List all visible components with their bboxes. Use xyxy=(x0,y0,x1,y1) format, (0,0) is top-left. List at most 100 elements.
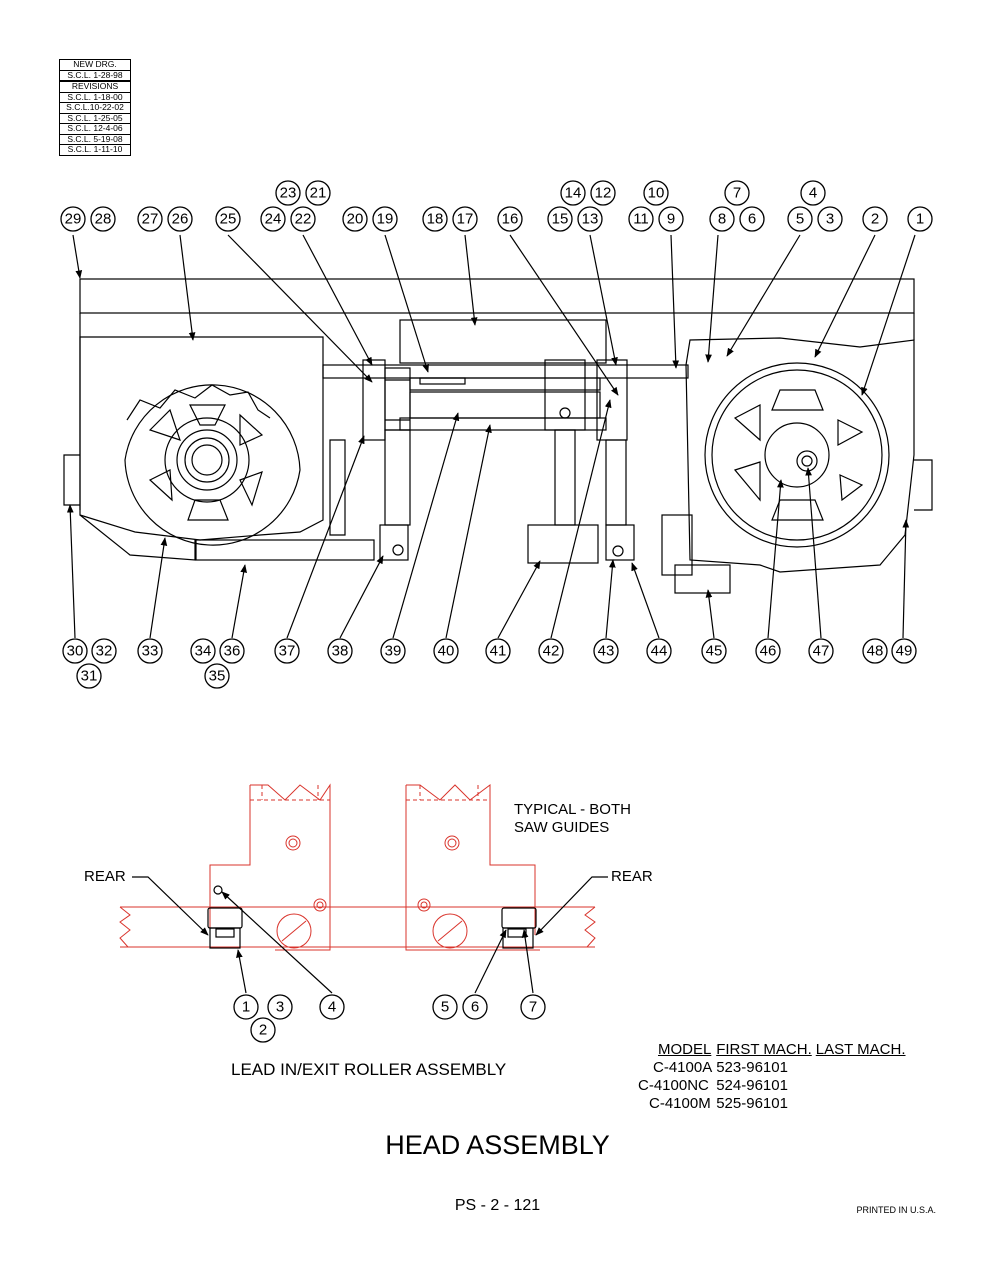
detail-blade xyxy=(120,906,595,948)
callout-22: 22 xyxy=(290,206,316,232)
blade-rail xyxy=(322,364,689,379)
new-drg-date: S.C.L. 1-28-98 xyxy=(60,70,130,82)
callout-36: 36 xyxy=(219,638,245,664)
detail-note-line2: SAW GUIDES xyxy=(514,819,610,836)
callout-49: 49 xyxy=(891,638,917,664)
model-name: C-4100NC xyxy=(638,1077,709,1094)
svg-text:5: 5 xyxy=(441,999,449,1016)
callout-35: 35 xyxy=(204,663,230,689)
revision-entry: S.C.L.10-22-02 xyxy=(60,102,130,114)
head-frame-top xyxy=(79,278,915,314)
revision-entry: S.C.L. 1-25-05 xyxy=(60,113,130,124)
detail-callout-6: 6 xyxy=(462,994,488,1020)
svg-text:36: 36 xyxy=(224,643,241,660)
svg-text:34: 34 xyxy=(195,643,212,660)
callout-6: 6 xyxy=(739,206,765,232)
svg-text:44: 44 xyxy=(651,643,668,660)
svg-text:48: 48 xyxy=(867,643,884,660)
svg-text:29: 29 xyxy=(65,211,82,228)
callout-14: 14 xyxy=(560,180,586,206)
callout-45: 45 xyxy=(701,638,727,664)
callout-11: 11 xyxy=(628,206,654,232)
svg-text:42: 42 xyxy=(543,643,560,660)
last-mach xyxy=(816,1095,910,1113)
right-handle xyxy=(914,459,933,511)
guide-block xyxy=(527,524,599,564)
callout-17: 17 xyxy=(452,206,478,232)
callout-25: 25 xyxy=(215,206,241,232)
first-mach-header: FIRST MACH. xyxy=(716,1041,812,1058)
revision-entry: S.C.L. 1-18-00 xyxy=(60,92,130,103)
svg-text:11: 11 xyxy=(633,211,649,228)
last-mach-header: LAST MACH. xyxy=(815,1041,906,1058)
callout-31: 31 xyxy=(76,663,102,689)
svg-text:15: 15 xyxy=(552,211,569,228)
callout-21: 21 xyxy=(305,180,331,206)
model-name: C-4100A xyxy=(653,1059,713,1076)
callout-42: 42 xyxy=(538,638,564,664)
callout-9: 9 xyxy=(658,206,684,232)
svg-text:22: 22 xyxy=(295,211,312,228)
first-mach: 525-96101 xyxy=(716,1095,788,1112)
callout-7: 7 xyxy=(724,180,750,206)
left-roller xyxy=(207,907,243,929)
callout-5: 5 xyxy=(787,206,813,232)
revision-block: NEW DRG. S.C.L. 1-28-98 REVISIONS S.C.L.… xyxy=(59,59,131,156)
main-view xyxy=(63,278,933,594)
detail-callout-2: 2 xyxy=(250,1017,276,1043)
rear-label-left: REAR xyxy=(84,868,126,885)
lower-arm xyxy=(195,539,375,561)
first-mach: 523-96101 xyxy=(716,1059,788,1076)
callout-34: 34 xyxy=(190,638,216,664)
svg-text:1: 1 xyxy=(916,211,924,228)
callout-15: 15 xyxy=(547,206,573,232)
detail-view xyxy=(119,783,608,994)
main-view-leaders xyxy=(66,234,916,639)
printed-note: PRINTED IN U.S.A. xyxy=(856,1205,936,1215)
svg-text:6: 6 xyxy=(471,999,479,1016)
callout-10: 10 xyxy=(643,180,669,206)
svg-text:9: 9 xyxy=(667,211,675,228)
last-mach xyxy=(816,1077,910,1095)
revision-entry: S.C.L. 5-19-08 xyxy=(60,134,130,145)
callout-16: 16 xyxy=(497,206,523,232)
callout-41: 41 xyxy=(485,638,511,664)
detail-callout-7: 7 xyxy=(520,994,546,1020)
svg-text:30: 30 xyxy=(67,643,84,660)
model-row: C-4100A 523-96101 xyxy=(628,1059,910,1077)
callout-23: 23 xyxy=(275,180,301,206)
svg-text:3: 3 xyxy=(826,211,834,228)
svg-text:23: 23 xyxy=(280,185,297,202)
svg-text:24: 24 xyxy=(265,211,282,228)
model-row: C-4100NC 524-96101 xyxy=(628,1077,910,1095)
model-row: C-4100M 525-96101 xyxy=(628,1095,910,1113)
svg-text:2: 2 xyxy=(259,1022,267,1039)
left-saw-guide xyxy=(362,359,411,561)
detail-callout-3: 3 xyxy=(267,994,293,1020)
callout-18: 18 xyxy=(422,206,448,232)
svg-text:39: 39 xyxy=(385,643,402,660)
svg-text:31: 31 xyxy=(81,668,98,685)
svg-text:6: 6 xyxy=(748,211,756,228)
detail-note-line1: TYPICAL - BOTH xyxy=(514,801,631,818)
svg-text:26: 26 xyxy=(172,211,189,228)
svg-text:35: 35 xyxy=(209,668,226,685)
main-view-callouts: 23 21 14 12 10 7 4 29 28 27 26 25 24 22 … xyxy=(60,180,933,689)
callout-12: 12 xyxy=(590,180,616,206)
callout-1: 1 xyxy=(907,206,933,232)
page-number: PS - 2 - 121 xyxy=(454,1197,541,1214)
last-mach xyxy=(816,1059,910,1077)
callout-39: 39 xyxy=(380,638,406,664)
svg-text:1: 1 xyxy=(242,999,250,1016)
callout-28: 28 xyxy=(90,206,116,232)
callout-38: 38 xyxy=(327,638,353,664)
callout-30: 30 xyxy=(62,638,88,664)
detail-callout-1: 1 xyxy=(233,994,259,1020)
svg-text:17: 17 xyxy=(457,211,474,228)
svg-text:38: 38 xyxy=(332,643,349,660)
svg-text:46: 46 xyxy=(760,643,777,660)
callout-3: 3 xyxy=(817,206,843,232)
svg-text:5: 5 xyxy=(796,211,804,228)
rear-label-right: REAR xyxy=(611,868,653,885)
